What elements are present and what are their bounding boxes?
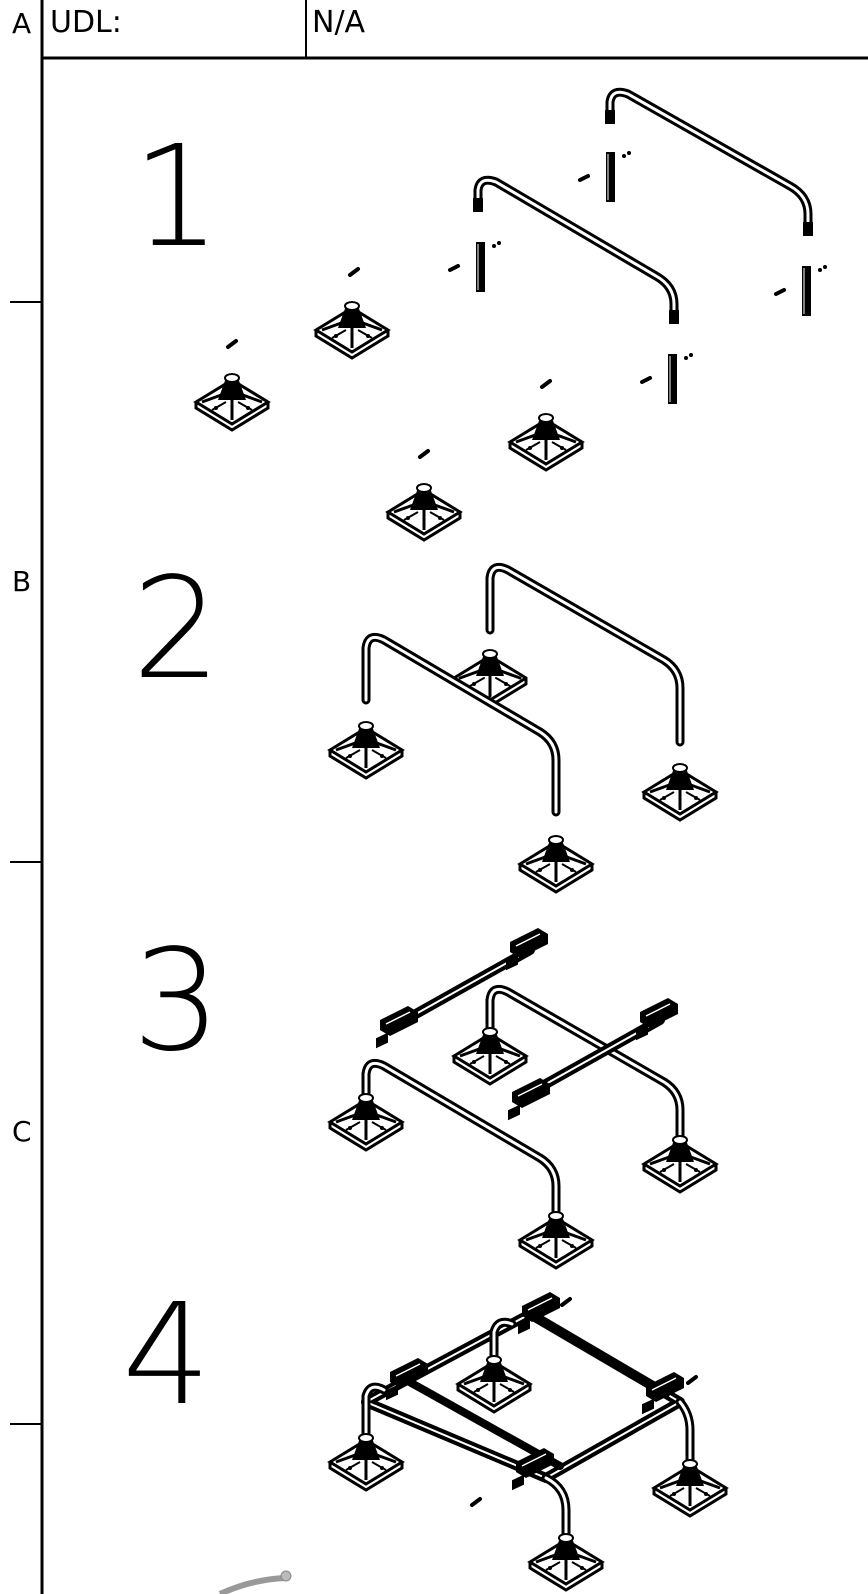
step-1-screw-2 <box>226 339 238 349</box>
step-3-clamp-2 <box>505 927 549 972</box>
step-3-foot-4 <box>518 1210 594 1270</box>
step-1-foot-1 <box>314 300 390 360</box>
step-4-foot-1 <box>456 1354 532 1414</box>
step-1-screw-3 <box>540 379 552 389</box>
step-3-foot-2 <box>328 1092 404 1152</box>
step-number-4: 4 <box>122 1274 212 1437</box>
step-4-screw-3 <box>470 1497 482 1507</box>
step-4-illustration <box>361 1309 695 1553</box>
step-number-2: 2 <box>132 548 222 711</box>
step-3-foot-3 <box>642 1134 718 1194</box>
udl-value: N/A <box>312 5 366 40</box>
step-3-clamp-3 <box>507 1077 551 1122</box>
step-3-clamp-1 <box>375 1005 419 1050</box>
step-number-3: 3 <box>132 920 222 1083</box>
tool-partial <box>218 1575 285 1594</box>
zone-label-c: C <box>12 1115 32 1148</box>
step-1-foot-4 <box>386 482 462 542</box>
step-2-illustration <box>361 562 685 817</box>
step-2-foot-2 <box>642 762 718 822</box>
step-4-screw-2 <box>686 1375 698 1385</box>
step-3-clamp-4 <box>635 997 679 1042</box>
step-1-screw-1 <box>348 267 360 277</box>
step-1-illustration <box>473 87 813 324</box>
step-4-clamp-1 <box>385 1357 429 1402</box>
step-1-post-1 <box>578 149 633 204</box>
step-1-screw-4 <box>418 449 430 459</box>
step-4-screw-1 <box>560 1297 572 1307</box>
step-number-1: 1 <box>132 116 222 279</box>
step-3-illustration <box>361 945 685 1233</box>
step-1-foot-2 <box>194 372 270 432</box>
step-1-foot-3 <box>508 412 584 472</box>
step-1-post-2 <box>448 239 503 294</box>
step-1-post-3 <box>774 263 829 318</box>
step-2-foot-3 <box>518 834 594 894</box>
step-2-foot-1 <box>328 720 404 780</box>
step-4-foot-2 <box>328 1432 404 1492</box>
step-3-foot-1 <box>452 1026 528 1086</box>
step-4-foot-3 <box>652 1458 728 1518</box>
udl-label: UDL: <box>50 5 122 40</box>
step-4-foot-4 <box>528 1532 604 1592</box>
step-1-post-4 <box>640 351 695 406</box>
zone-label-b: B <box>12 565 32 598</box>
zone-label-a: A <box>12 7 32 40</box>
